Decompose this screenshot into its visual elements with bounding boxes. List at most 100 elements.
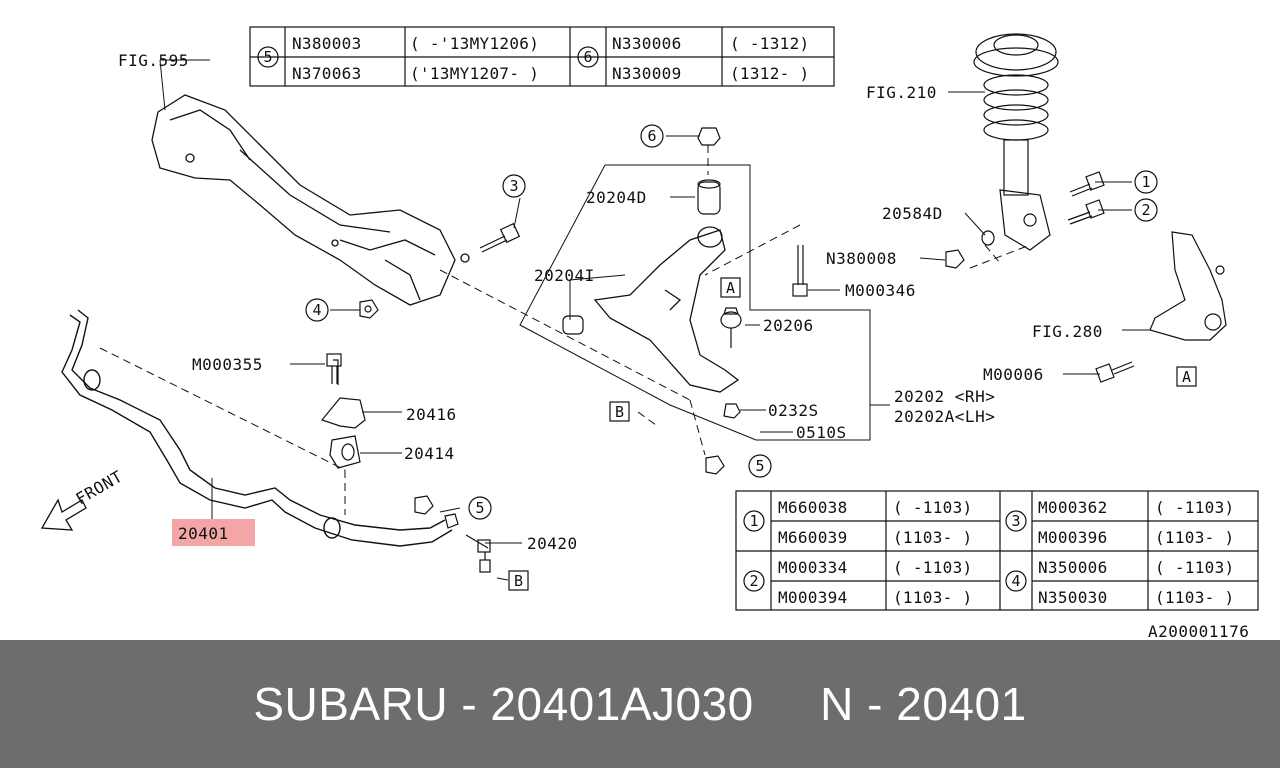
box-b-link: B	[508, 570, 529, 591]
label-20420: 20420	[527, 534, 578, 553]
bolt-M00006	[1095, 361, 1135, 383]
strut-spring-assembly	[973, 33, 1059, 251]
label-20204I: 20204I	[534, 266, 595, 285]
svg-text:B: B	[615, 403, 624, 421]
label-fig595: FIG.595	[118, 51, 189, 70]
svg-text:A: A	[726, 279, 735, 297]
nut-0232S	[723, 403, 741, 419]
svg-text:5: 5	[263, 48, 272, 66]
callout-4: 4	[305, 298, 329, 322]
range-m660038: ( -1103)	[893, 498, 972, 517]
label-0232S: 0232S	[768, 401, 819, 420]
range-n350030: (1103- )	[1155, 588, 1234, 607]
range-n350006: ( -1103)	[1155, 558, 1234, 577]
label-20202: 20202 <RH>	[894, 387, 995, 406]
bottom-table-ref2: 2	[743, 570, 765, 592]
nut-4	[359, 299, 379, 319]
box-b-arm: B	[609, 401, 630, 422]
nut-N380008	[945, 249, 965, 269]
part-N330009: N330009	[612, 64, 682, 83]
washer-20584D	[981, 230, 995, 246]
part-N380003: N380003	[292, 34, 362, 53]
svg-text:2: 2	[749, 572, 758, 590]
stabilizer-clamp-20416	[320, 359, 366, 429]
range-n330009: (1312- )	[730, 64, 809, 83]
svg-text:2: 2	[1141, 201, 1150, 219]
svg-text:5: 5	[755, 457, 764, 475]
label-M00006: M00006	[983, 365, 1044, 384]
nut-5	[705, 455, 725, 475]
parts-diagram: 5 6 N380003 N370063 ( -'13MY1206) ('13MY…	[40, 26, 1259, 640]
range-m660039: (1103- )	[893, 528, 972, 547]
stabilizer-link-20420	[444, 513, 491, 573]
box-a-arm: A	[720, 277, 741, 298]
bottom-table-ref1: 1	[743, 510, 765, 532]
callout-5-arm: 5	[748, 454, 772, 478]
label-20414: 20414	[404, 444, 455, 463]
top-table-ref6: 6	[577, 46, 599, 68]
label-20206: 20206	[763, 316, 814, 335]
leader-lines	[159, 59, 1150, 581]
steering-knuckle	[1149, 231, 1227, 341]
stabilizer-bushing-20414	[329, 435, 361, 469]
label-0510S: 0510S	[796, 423, 847, 442]
svg-text:1: 1	[1141, 173, 1150, 191]
label-20584D: 20584D	[882, 204, 943, 223]
label-fig210: FIG.210	[866, 83, 937, 102]
part-N370063: N370063	[292, 64, 362, 83]
bottom-table-ref3: 3	[1005, 510, 1027, 532]
bushing-20204I	[562, 315, 584, 335]
front-arrow-icon	[40, 498, 87, 531]
range-m000334: ( -1103)	[893, 558, 972, 577]
nut-6	[697, 127, 721, 146]
bushing-20204D	[697, 179, 721, 215]
range-n370063: ('13MY1207- )	[410, 64, 539, 83]
callout-3: 3	[502, 174, 526, 198]
part-M660039: M660039	[778, 528, 848, 547]
part-N350030: N350030	[1038, 588, 1108, 607]
part-M660038: M660038	[778, 498, 848, 517]
svg-text:A: A	[1182, 368, 1191, 386]
stabilizer-bar-20401	[61, 309, 453, 547]
svg-text:6: 6	[647, 127, 656, 145]
range-m000396: (1103- )	[1155, 528, 1234, 547]
nut-5-link	[414, 495, 434, 515]
svg-text:3: 3	[1011, 512, 1020, 530]
bolt-2	[1067, 199, 1105, 225]
svg-text:B: B	[514, 572, 523, 590]
label-20202A: 20202A<LH>	[894, 407, 995, 426]
label-20401: 20401	[178, 524, 229, 543]
bolt-M000355	[326, 353, 342, 384]
svg-text:4: 4	[1011, 572, 1020, 590]
bolt-3	[479, 222, 521, 253]
range-n380003: ( -'13MY1206)	[410, 34, 539, 53]
svg-text:6: 6	[583, 48, 592, 66]
bolt-1	[1069, 171, 1105, 197]
label-20416: 20416	[406, 405, 457, 424]
bolt-M000346	[792, 245, 808, 297]
range-n330006: ( -1312)	[730, 34, 809, 53]
box-a-knuckle: A	[1176, 366, 1197, 387]
subframe-crossmember	[151, 94, 470, 306]
callout-6: 6	[640, 124, 664, 148]
lower-control-arm	[593, 226, 740, 393]
top-table-ref5: 5	[257, 46, 279, 68]
label-M000346: M000346	[845, 281, 916, 300]
diagram-id: A200001176	[1148, 622, 1249, 640]
footer-part-number: SUBARU - 20401AJ030 N - 20401	[253, 678, 1027, 730]
bottom-table-ref4: 4	[1005, 570, 1027, 592]
range-m000394: (1103- )	[893, 588, 972, 607]
part-N330006: N330006	[612, 34, 682, 53]
footer-bar: SUBARU - 20401AJ030 N - 20401	[0, 640, 1280, 768]
callout-1: 1	[1134, 170, 1158, 194]
label-fig280: FIG.280	[1032, 322, 1103, 341]
range-m000362: ( -1103)	[1155, 498, 1234, 517]
highlight-20401	[172, 519, 255, 546]
bottom-parts-table	[735, 490, 1259, 611]
part-M000334: M000334	[778, 558, 848, 577]
callout-5-link: 5	[468, 496, 492, 520]
svg-text:4: 4	[312, 301, 321, 319]
dashed-lines	[99, 145, 1031, 515]
part-M000396: M000396	[1038, 528, 1108, 547]
svg-text:5: 5	[475, 499, 484, 517]
